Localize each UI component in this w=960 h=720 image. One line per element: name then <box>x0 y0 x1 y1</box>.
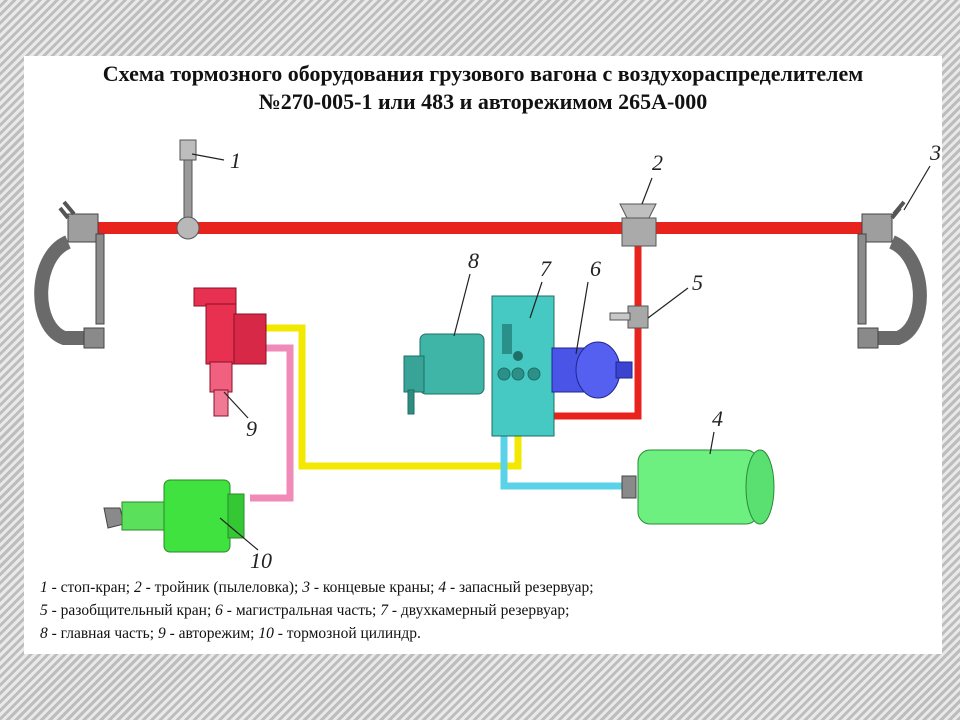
callout-5: 5 <box>692 270 703 295</box>
legend-text: - концевые краны; <box>309 579 439 596</box>
callout-1: 1 <box>230 148 241 173</box>
legend-text: - магистральная часть; <box>222 602 381 619</box>
main-part <box>403 333 485 415</box>
legend-num: 6 <box>215 602 223 619</box>
legend-text: - запасный резервуар; <box>446 579 594 596</box>
legend-text: - главная часть; <box>47 625 158 642</box>
end-cock-left <box>34 200 105 349</box>
callout-2: 2 <box>652 150 663 175</box>
callout-9: 9 <box>246 416 257 441</box>
legend-num: 8 <box>40 625 48 642</box>
brake-pipe-main <box>94 222 864 234</box>
brake-diagram: 1 2 3 4 5 6 7 8 9 10 <box>34 139 941 573</box>
callout-4: 4 <box>712 406 723 431</box>
callout-10: 10 <box>250 548 272 573</box>
legend-text: - авторежим; <box>165 625 259 642</box>
callout-6: 6 <box>590 256 601 281</box>
legend-text: - тормозной цилиндр. <box>273 625 421 642</box>
trunk-part <box>551 341 633 399</box>
legend-num: 4 <box>438 579 447 596</box>
auto-regime <box>193 287 267 417</box>
legend: 1 - стоп-кран; 2 - тройник (пылеловка); … <box>40 576 920 645</box>
leader-lines <box>191 153 931 551</box>
callout-7: 7 <box>540 256 552 281</box>
title-line-2: №270-005-1 или 483 и авторежимом 265А-00… <box>258 89 708 114</box>
auxiliary-reservoir <box>621 449 775 525</box>
callout-3: 3 <box>929 140 941 165</box>
hose-right <box>868 235 927 345</box>
legend-line-3: 8 - главная часть; 9 - авторежим; 10 - т… <box>40 622 920 645</box>
title-line-1: Схема тормозного оборудования грузового … <box>102 61 864 86</box>
legend-num: 10 <box>258 625 274 642</box>
legend-num: 2 <box>133 579 142 596</box>
isolating-cock <box>609 305 649 329</box>
callout-8: 8 <box>468 248 479 273</box>
two-chamber-reservoir <box>491 295 555 437</box>
legend-line-1: 1 - стоп-кран; 2 - тройник (пылеловка); … <box>40 576 920 599</box>
legend-line-2: 5 - разобщительный кран; 6 - магистральн… <box>40 599 920 622</box>
legend-text: - разобщительный кран; <box>47 602 216 619</box>
brake-cylinder <box>103 479 245 553</box>
slide: Схема тормозного оборудования грузового … <box>24 56 942 654</box>
dust-collector-tee <box>619 203 657 247</box>
legend-num: 5 <box>40 602 48 619</box>
legend-text: - тройник (пылеловка); <box>141 579 303 596</box>
stop-cock <box>176 139 200 240</box>
legend-num: 9 <box>157 625 166 642</box>
legend-text: - двухкамерный резервуар; <box>388 602 570 619</box>
cylinder-pipe <box>250 344 294 502</box>
end-cock-right <box>857 200 927 349</box>
legend-num: 3 <box>302 579 310 596</box>
legend-text: - стоп-кран; <box>47 579 134 596</box>
hose-left <box>34 235 94 345</box>
legend-num: 1 <box>40 579 48 596</box>
diagram-title: Схема тормозного оборудования грузового … <box>24 60 942 116</box>
legend-num: 7 <box>380 602 388 619</box>
